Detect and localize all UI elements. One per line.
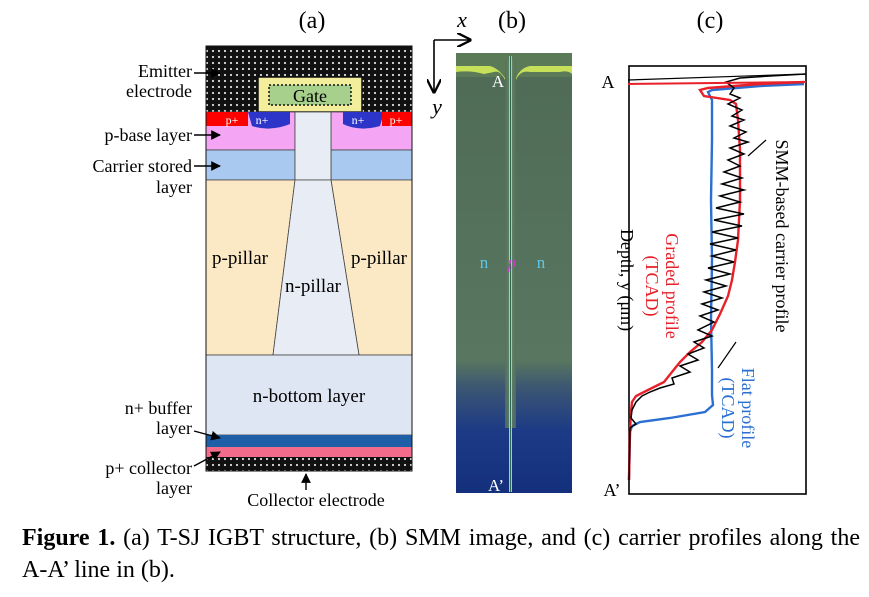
n-plus-right-label: n+: [352, 113, 365, 127]
profile-frame: [628, 65, 807, 495]
y-axis-label: y: [430, 94, 442, 119]
smm-n-left: n: [480, 253, 489, 272]
n-bottom-label: n-bottom layer: [253, 386, 366, 407]
p-collector-label-line1: p+ collector: [105, 458, 192, 478]
p-plus-right: [382, 112, 412, 126]
graded-profile-curve: [627, 80, 805, 481]
p-base-label: p-base layer: [105, 125, 192, 145]
n-buffer-label-line2: layer: [156, 418, 192, 438]
collector-electrode: [206, 457, 412, 471]
profile-y-axis-label: Depth, y (μm): [616, 229, 637, 331]
emitter-label-line2: electrode: [126, 81, 192, 101]
flat-label-line1: Flat profile: [738, 368, 758, 448]
x-axis-label: x: [456, 7, 467, 32]
p-plus-left: [206, 112, 248, 126]
smm-label-a-prime: A’: [488, 476, 504, 495]
n-buffer-label-line1: n+ buffer: [125, 398, 192, 418]
smm-n-right: n: [537, 253, 546, 272]
flat-profile-pointer: [717, 341, 737, 369]
p-collector-layer: [206, 447, 412, 457]
smm-label-a: A: [492, 72, 505, 91]
figure-1: (a) (b) (c) Gate p+ n+ n+ p+ p-pillar p-…: [93, 7, 807, 510]
p-plus-left-label: p+: [226, 113, 239, 127]
smm-p-center: p: [507, 253, 517, 272]
graded-label-line1: Graded profile: [662, 233, 682, 338]
n-buffer-arrow: [193, 430, 221, 441]
flat-profile-curve: [627, 82, 805, 481]
p-plus-right-label: p+: [390, 113, 403, 127]
trench: [294, 111, 332, 181]
collector-electrode-label: Collector electrode: [247, 490, 384, 510]
gate-label: Gate: [293, 86, 327, 106]
panel-label-b: (b): [498, 8, 526, 34]
structure-outline: [205, 45, 413, 472]
p-collector-arrow: [193, 451, 221, 467]
panel-c-carrier-profiles: [627, 65, 807, 495]
flat-label-line2: (TCAD): [717, 378, 738, 439]
emitter-label-line1: Emitter: [138, 61, 192, 81]
n-buffer-layer: [206, 435, 412, 447]
carrier-stored-right: [330, 149, 413, 181]
carrier-stored-label-line1: Carrier stored: [93, 156, 192, 176]
panel-label-c: (c): [697, 8, 724, 34]
profile-label-a: A: [602, 72, 615, 92]
profile-top-spike-black: [627, 73, 807, 81]
smm-top-bright-right: [516, 66, 572, 80]
smm-profile-curve: [628, 73, 807, 481]
n-plus-left: [248, 112, 290, 129]
p-collector-label-line2: layer: [156, 478, 192, 498]
p-pillar-right-label: p-pillar: [351, 248, 408, 269]
gate-electrode: [268, 84, 352, 106]
n-plus-right: [343, 112, 384, 129]
carrier-stored-label-line2: layer: [156, 177, 192, 197]
smm-profile-pointer: [747, 139, 767, 157]
figure-caption: Figure 1. (a) T-SJ IGBT structure, (b) S…: [22, 522, 860, 586]
n-bottom-layer: [205, 354, 413, 436]
smm-profile-label: SMM-based carrier profile: [772, 140, 792, 333]
panel-label-a: (a): [299, 8, 326, 34]
caption-text: (a) T-SJ IGBT structure, (b) SMM image, …: [22, 525, 861, 583]
carrier-stored-left: [205, 149, 296, 181]
n-plus-left-label: n+: [256, 113, 269, 127]
n-pillar-label: n-pillar: [285, 276, 342, 297]
panel-b-smm-image: A A’ n p n: [456, 53, 572, 495]
profile-label-a-prime: A’: [604, 480, 621, 500]
graded-label-line2: (TCAD): [641, 256, 662, 317]
panel-a-structure: Gate p+ n+ n+ p+ p-pillar p-pillar n-pil…: [205, 45, 413, 472]
caption-lead: Figure 1.: [22, 525, 116, 551]
profile-top-spike-red: [627, 81, 807, 85]
p-pillar-left-label: p-pillar: [212, 248, 269, 269]
smm-top-bright-left: [456, 66, 505, 80]
